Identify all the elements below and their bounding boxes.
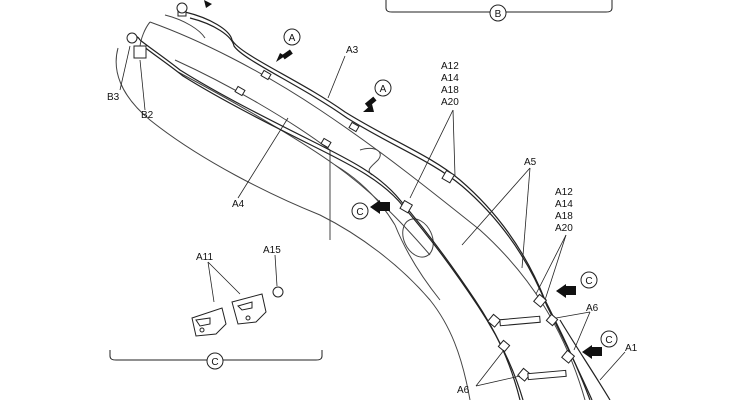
boom-structure [115, 14, 586, 400]
part-labels: A3 A4 A5 A6 A6 A1 A11 A15 B2 B3 A12 A14 … [107, 45, 638, 396]
callout-a-mid [374, 79, 392, 97]
label-stack-mid-3: A18 [555, 211, 573, 222]
label-a1: A1 [625, 343, 638, 354]
callout-text-a-mid: A [380, 84, 387, 95]
callout-c-right-top [580, 271, 598, 289]
callout-c-left [351, 202, 369, 220]
hose-lines [127, 11, 611, 400]
callout-text-c-left: C [356, 207, 363, 218]
callout-c-bracket [206, 352, 224, 370]
leader-lines [119, 45, 626, 387]
callout-text-c-bracket: C [211, 357, 218, 368]
label-a6-bottom: A6 [457, 385, 470, 396]
callout-texts: A A B C C C C [211, 9, 612, 368]
hose-clamps [126, 2, 576, 382]
label-a5: A5 [524, 157, 537, 168]
label-stack-mid-4: A20 [555, 223, 573, 234]
label-stack-mid-1: A12 [555, 187, 573, 198]
label-a15: A15 [263, 245, 281, 256]
pointer-arrows [204, 0, 602, 359]
label-a11: A11 [196, 252, 213, 263]
label-a6-right: A6 [586, 303, 599, 314]
callout-c-right-bottom [600, 330, 618, 348]
callout-a-top [283, 28, 301, 46]
callout-text-c-right-bottom: C [605, 335, 612, 346]
callout-b [489, 4, 507, 22]
label-a4: A4 [232, 199, 245, 210]
label-b2: B2 [141, 110, 154, 121]
label-stack-top-4: A20 [441, 97, 459, 108]
label-stack-top-3: A18 [441, 85, 459, 96]
callout-circles [206, 4, 618, 370]
inset-detail-c [191, 286, 284, 337]
callout-text-c-right-top: C [585, 276, 592, 287]
label-stack-mid-2: A14 [555, 199, 573, 210]
label-b3: B3 [107, 92, 120, 103]
callout-text-b: B [495, 9, 502, 20]
label-stack-top-2: A14 [441, 73, 459, 84]
label-stack-top-1: A12 [441, 61, 459, 72]
label-a3: A3 [346, 45, 359, 56]
callout-text-a-top: A [289, 33, 296, 44]
